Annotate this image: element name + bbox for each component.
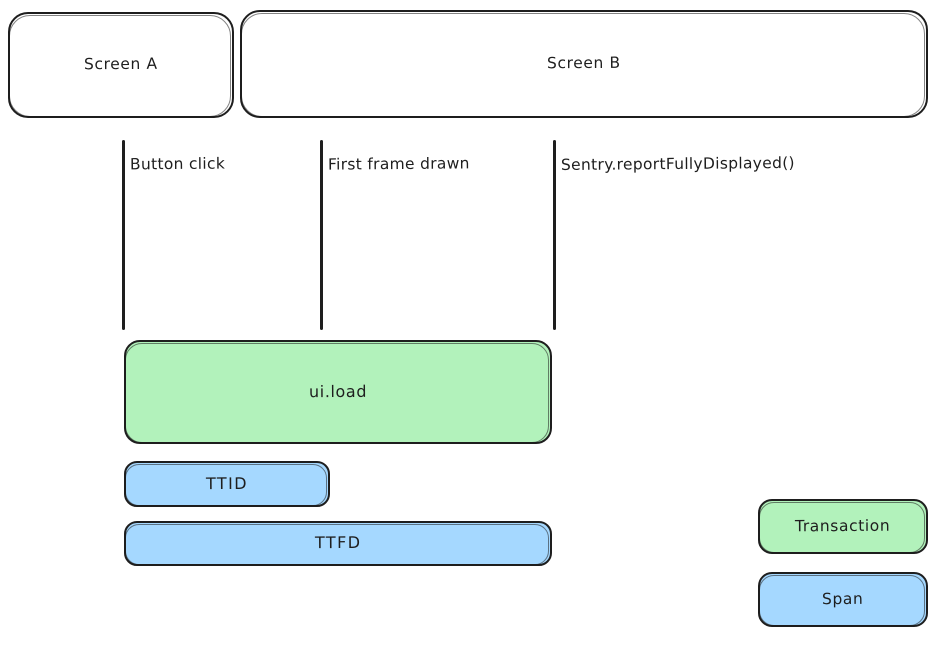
bar-ui-load[interactable]: ui.load	[124, 340, 552, 444]
screen-b-box[interactable]: Screen B	[240, 10, 928, 118]
legend-item-span: Span	[758, 572, 928, 627]
marker-line-report-fully-displayed	[553, 140, 556, 330]
marker-line-button-click	[122, 140, 125, 330]
marker-label-first-frame-drawn: First frame drawn	[327, 154, 470, 174]
bar-ttid[interactable]: TTID	[124, 461, 330, 507]
screen-b-label: Screen B	[547, 53, 621, 73]
legend-item-transaction: Transaction	[758, 499, 928, 554]
marker-label-button-click: Button click	[129, 154, 226, 174]
marker-line-first-frame-drawn	[320, 140, 323, 330]
bar-ttfd-label: TTFD	[314, 533, 362, 553]
bar-ttid-label: TTID	[205, 473, 249, 493]
screen-a-box[interactable]: Screen A	[8, 12, 234, 118]
bar-ttfd[interactable]: TTFD	[124, 521, 552, 566]
bar-ui-load-label: ui.load	[308, 381, 368, 401]
marker-label-report-fully-displayed: Sentry.reportFullyDisplayed()	[560, 153, 795, 175]
legend-transaction-label: Transaction	[795, 516, 891, 535]
screen-a-label: Screen A	[84, 54, 158, 74]
legend-span-label: Span	[822, 589, 864, 608]
